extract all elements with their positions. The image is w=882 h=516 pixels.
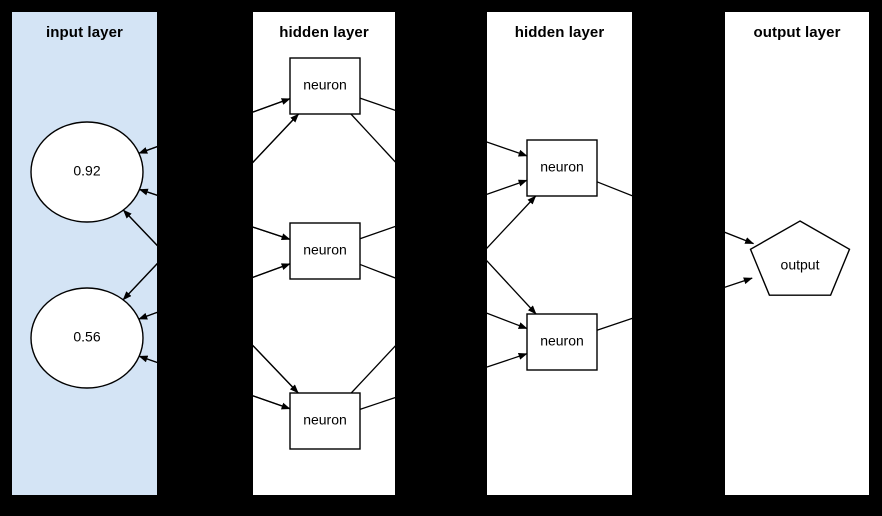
layer-panel-output-layer: output layer (725, 12, 869, 495)
layer-title-input-layer: input layer (46, 24, 123, 41)
edges-group (122, 97, 755, 410)
layer-title-output-layer: output layer (753, 24, 841, 41)
layer-title-hidden-layer-1: hidden layer (279, 24, 369, 41)
layer-panel-hidden-layer-2: hidden layer (487, 12, 632, 495)
layer-title-hidden-layer-2: hidden layer (514, 24, 605, 41)
layer-panel-hidden-layer-1: hidden layer (253, 12, 395, 495)
layer-panel-input-layer: input layer (12, 12, 157, 495)
